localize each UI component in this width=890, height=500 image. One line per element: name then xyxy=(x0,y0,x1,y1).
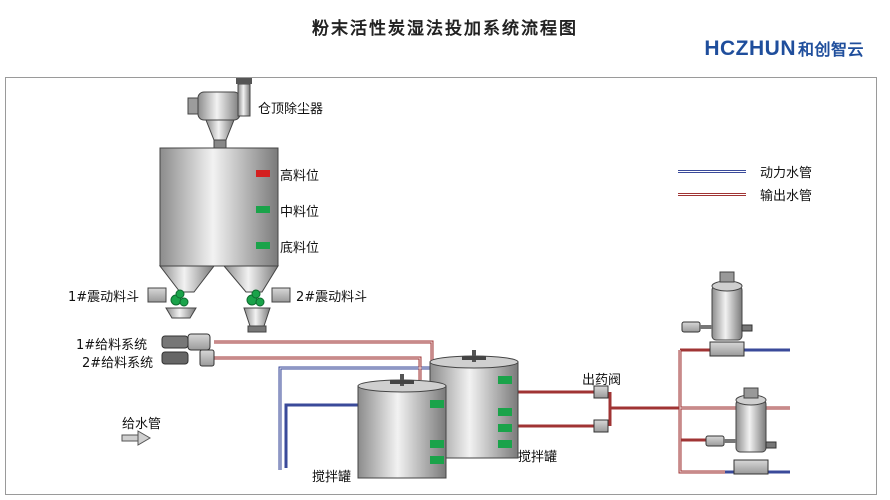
vibrating-hopper-2-label: 2#震动料斗 xyxy=(296,290,368,305)
feeder-1 xyxy=(161,333,211,351)
low-level-label: 底料位 xyxy=(280,241,320,256)
legend-power-water-label: 动力水管 xyxy=(760,166,813,181)
feeder1-output-pipe xyxy=(214,340,434,368)
mixing-tank-left-label: 搅拌罐 xyxy=(312,470,352,485)
feeder-2-label: 2#给料系统 xyxy=(82,356,154,371)
feeder-1-label: 1#给料系统 xyxy=(76,338,148,353)
high-level-indicator xyxy=(256,170,270,177)
vibrating-hopper-1-label: 1#震动料斗 xyxy=(68,290,140,305)
mid-level-label: 中料位 xyxy=(280,205,320,220)
brand-cn: 和创智云 xyxy=(797,42,864,59)
diagram-frame xyxy=(5,77,877,495)
vibrating-hopper-2 xyxy=(243,287,291,333)
mixing-tank-left xyxy=(357,374,447,479)
mid-level-indicator xyxy=(256,206,270,213)
ejector-pump-2 xyxy=(705,387,777,475)
low-level-indicator xyxy=(256,242,270,249)
legend-power-water-swatch xyxy=(678,170,746,173)
feeder-2 xyxy=(161,349,215,367)
dust-collector xyxy=(187,78,252,149)
header-riser xyxy=(678,350,725,474)
storage-silo xyxy=(158,147,279,293)
dosing-valve-label: 出药阀 xyxy=(582,373,622,388)
page-title: 粉末活性炭湿法投加系统流程图 xyxy=(312,19,578,39)
brand-latin: HCZHUN xyxy=(704,37,796,60)
dosing-valves xyxy=(593,385,609,433)
ejector-pump-1 xyxy=(681,271,753,357)
legend-output-water-label: 输出水管 xyxy=(760,189,813,204)
pipes xyxy=(214,340,790,474)
dosing-valve-lower xyxy=(593,419,609,433)
water-inlet-label: 给水管 xyxy=(122,417,162,432)
dust-collector-label: 仓顶除尘器 xyxy=(258,102,324,117)
high-level-label: 高料位 xyxy=(280,169,320,184)
dosing-valve-upper xyxy=(593,385,609,399)
water-inlet-arrow xyxy=(121,430,151,446)
vibrating-hopper-1 xyxy=(147,287,197,319)
legend-output-water-swatch xyxy=(678,193,746,196)
water-branch-pipe xyxy=(284,403,370,468)
mixing-tank-right-label: 搅拌罐 xyxy=(518,450,558,465)
